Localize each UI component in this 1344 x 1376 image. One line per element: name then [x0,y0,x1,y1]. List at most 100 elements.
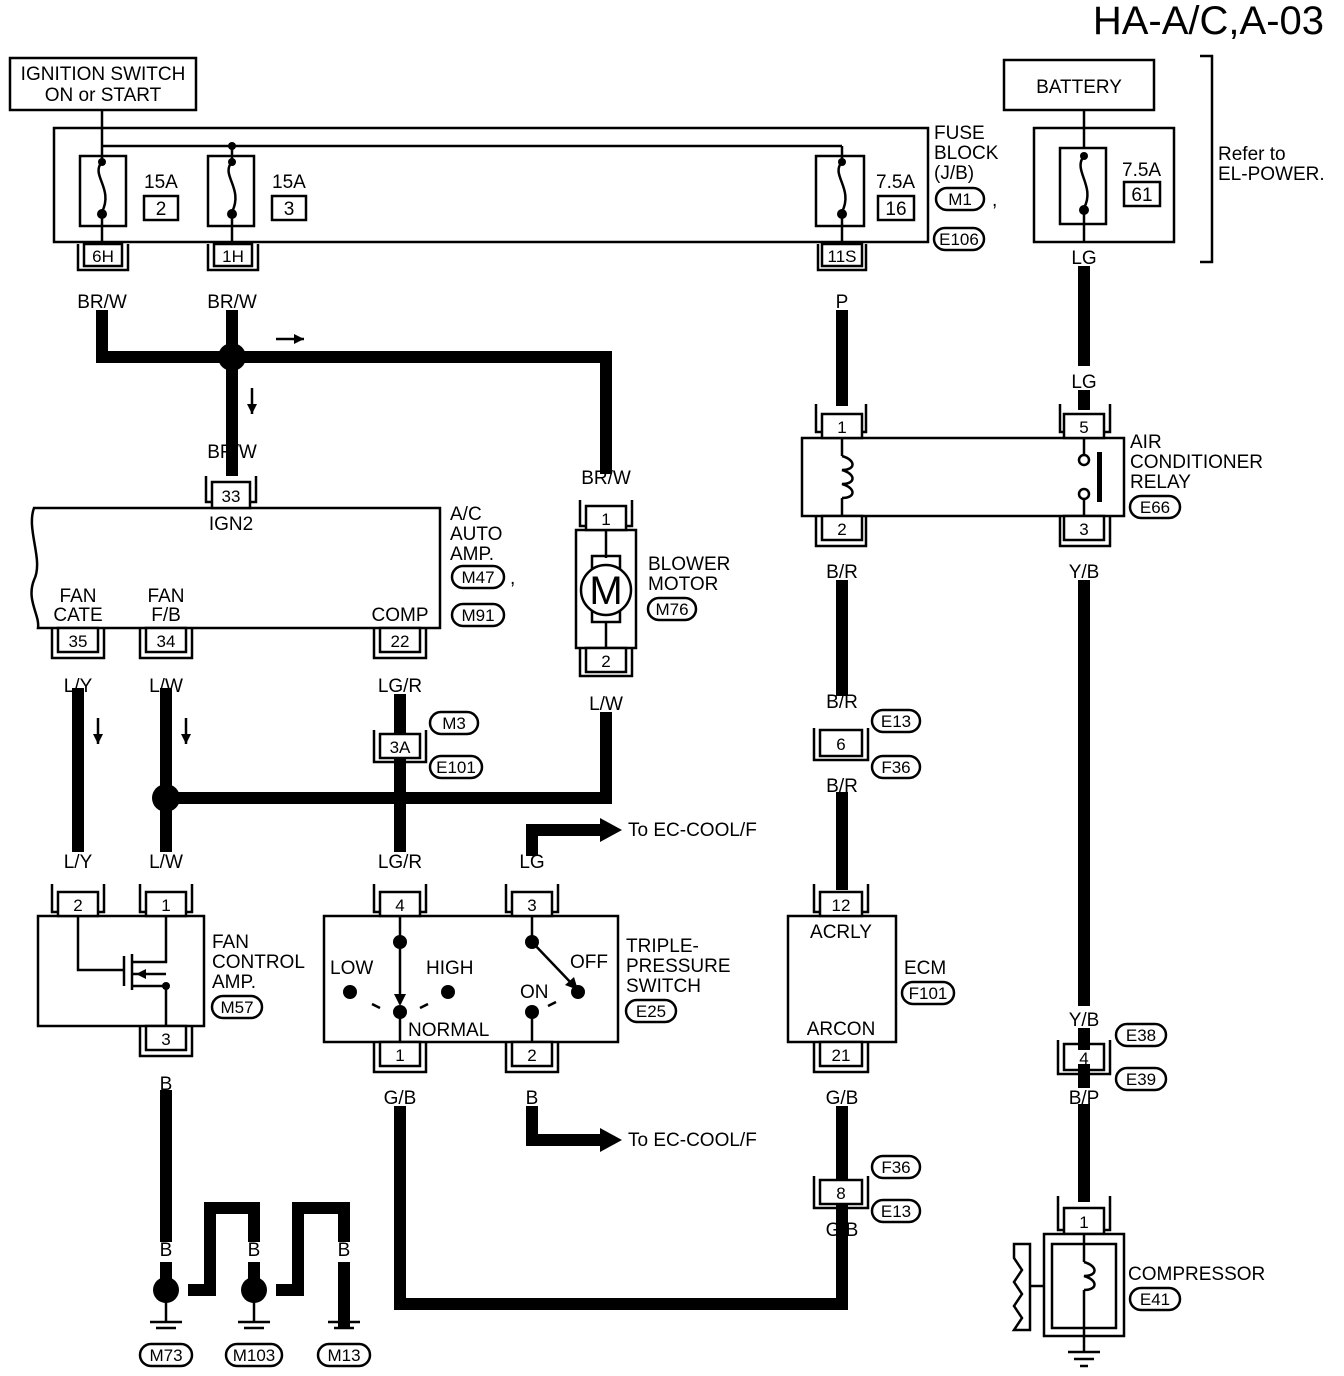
wire-yb-relay: Y/B [1069,562,1100,583]
wire-br-upper: B/R [826,692,858,713]
ecm-acrly: ACRLY [810,922,872,943]
wire-gb-inline: G/B [826,1220,859,1241]
relay-pin-1: 1 [837,418,846,437]
amp-comp: COMP [372,605,429,626]
wire-gb-ecm: G/B [826,1088,859,1109]
connector-tag-e13-upper-text: E13 [881,712,911,731]
amp-pin-34: 34 [157,632,176,651]
fan-amp-pin-1: 1 [161,896,170,915]
wire-b-fan-amp: B [160,1074,173,1095]
fuse-3-number-box [270,194,308,222]
amp-pins [50,626,428,660]
wire-b-ground-5: B [338,1240,351,1261]
page-title: HA-A/C,A-03 [1093,0,1324,43]
switch-name-2: PRESSURE [626,956,731,977]
fuse-2-amp: 15A [144,172,178,193]
pin-11s: 11S [828,247,857,266]
amp-name-1: A/C [450,504,482,525]
refer-bracket [1200,54,1214,264]
connector-tag-m91 [450,602,506,628]
fuse-16-number: 16 [885,199,906,220]
connector-tag-e101-text: E101 [436,758,476,777]
fuse-block-label-3: (J/B) [934,163,974,184]
connector-tag-f36-upper [870,754,922,780]
wire-br-relay: B/R [826,562,858,583]
fuse-block-separator: , [992,190,997,211]
fuse-16-amp: 7.5A [876,172,915,193]
amp-separator: , [510,568,515,589]
wire-lw-lower: L/W [149,852,183,873]
refer-to-target: EL-POWER. [1218,164,1325,185]
connector-tag-e106-text: E106 [939,230,979,249]
motor-icon: M [589,569,622,613]
inline-3a-label: 3A [390,738,411,757]
ecm-pin-12: 12 [832,896,851,915]
splice-lw [152,784,180,812]
wire-b-switch: B [526,1088,539,1109]
connector-tag-m3 [428,710,480,736]
arrow-ec-cool-2 [600,1128,622,1152]
fuse-block-pins [76,242,868,272]
battery-label: BATTERY [1036,77,1122,98]
battery-box [1002,58,1156,112]
connector-tag-m91-text: M91 [461,606,494,625]
blower-pin-2: 2 [601,652,610,671]
connector-tag-m57-text: M57 [220,998,253,1017]
inline-connector-3a [372,730,428,764]
wire-b-ground-3: B [248,1240,261,1261]
fuse-3-number: 3 [284,199,295,220]
connector-tag-m1 [934,186,986,212]
amp-fan-fb-2: F/B [151,605,181,626]
fuse-16-number-box [876,194,916,222]
switch-pin-3: 3 [527,896,536,915]
compressor-name: COMPRESSOR [1128,1264,1265,1285]
switch-name-1: TRIPLE- [626,936,699,957]
switch-high: HIGH [426,958,474,979]
triple-pressure-switch [322,884,620,1074]
connector-tag-f36-lower-text: F36 [881,1158,910,1177]
wire-brw-1h: BR/W [207,292,257,313]
fan-amp-pin-3: 3 [161,1030,170,1049]
fan-amp-name-1: FAN [212,932,249,953]
switch-low: LOW [330,958,373,979]
wire-brw-6h: BR/W [77,292,127,313]
connector-tag-e39-text: E39 [1126,1070,1156,1089]
connector-tag-e41-text: E41 [1140,1290,1170,1309]
ground-tag-m13-text: M13 [327,1346,360,1365]
amp-fan-fb-1: FAN [148,586,185,607]
wire-gb-switch: G/B [384,1088,417,1109]
connector-tag-e101 [428,754,484,780]
connector-tag-f101 [900,980,956,1006]
wire-lg-relay: LG [1071,372,1096,393]
connector-tag-e106 [932,226,986,252]
switch-pin-4: 4 [395,896,404,915]
ground-tag-m13 [316,1342,372,1368]
inline-8-label: 8 [836,1184,845,1203]
wire-brw-amp: BR/W [207,442,257,463]
wire-lg-switch: LG [519,852,544,873]
inline-connector-4 [1056,1028,1112,1088]
connector-tag-e13-upper [870,708,922,734]
ground-tag-m103 [224,1342,284,1368]
fuse-3-amp: 15A [272,172,306,193]
ac-relay [800,404,1126,548]
blower-pin-1: 1 [601,510,610,529]
splice-brw [218,343,246,371]
switch-off: OFF [570,952,608,973]
wire-bp: B/P [1069,1088,1100,1109]
fan-amp-name-3: AMP. [212,972,256,993]
blower-name-2: MOTOR [648,574,718,595]
wire-ly-upper: L/Y [64,676,93,697]
arrow-ec-cool-1 [600,818,622,842]
connector-tag-e25 [624,998,678,1024]
compressor-pin-1: 1 [1079,1213,1088,1232]
connector-tag-e41 [1128,1286,1182,1312]
connector-tag-m47 [450,564,506,590]
connector-tag-f36-upper-text: F36 [881,758,910,777]
fuse-block-label-1: FUSE [934,123,985,144]
ecm [786,884,898,1074]
connector-tag-e13-lower [870,1198,922,1224]
inline-4-label: 4 [1079,1049,1088,1068]
relay-pin-2: 2 [837,520,846,539]
connector-tag-e38 [1114,1022,1168,1048]
